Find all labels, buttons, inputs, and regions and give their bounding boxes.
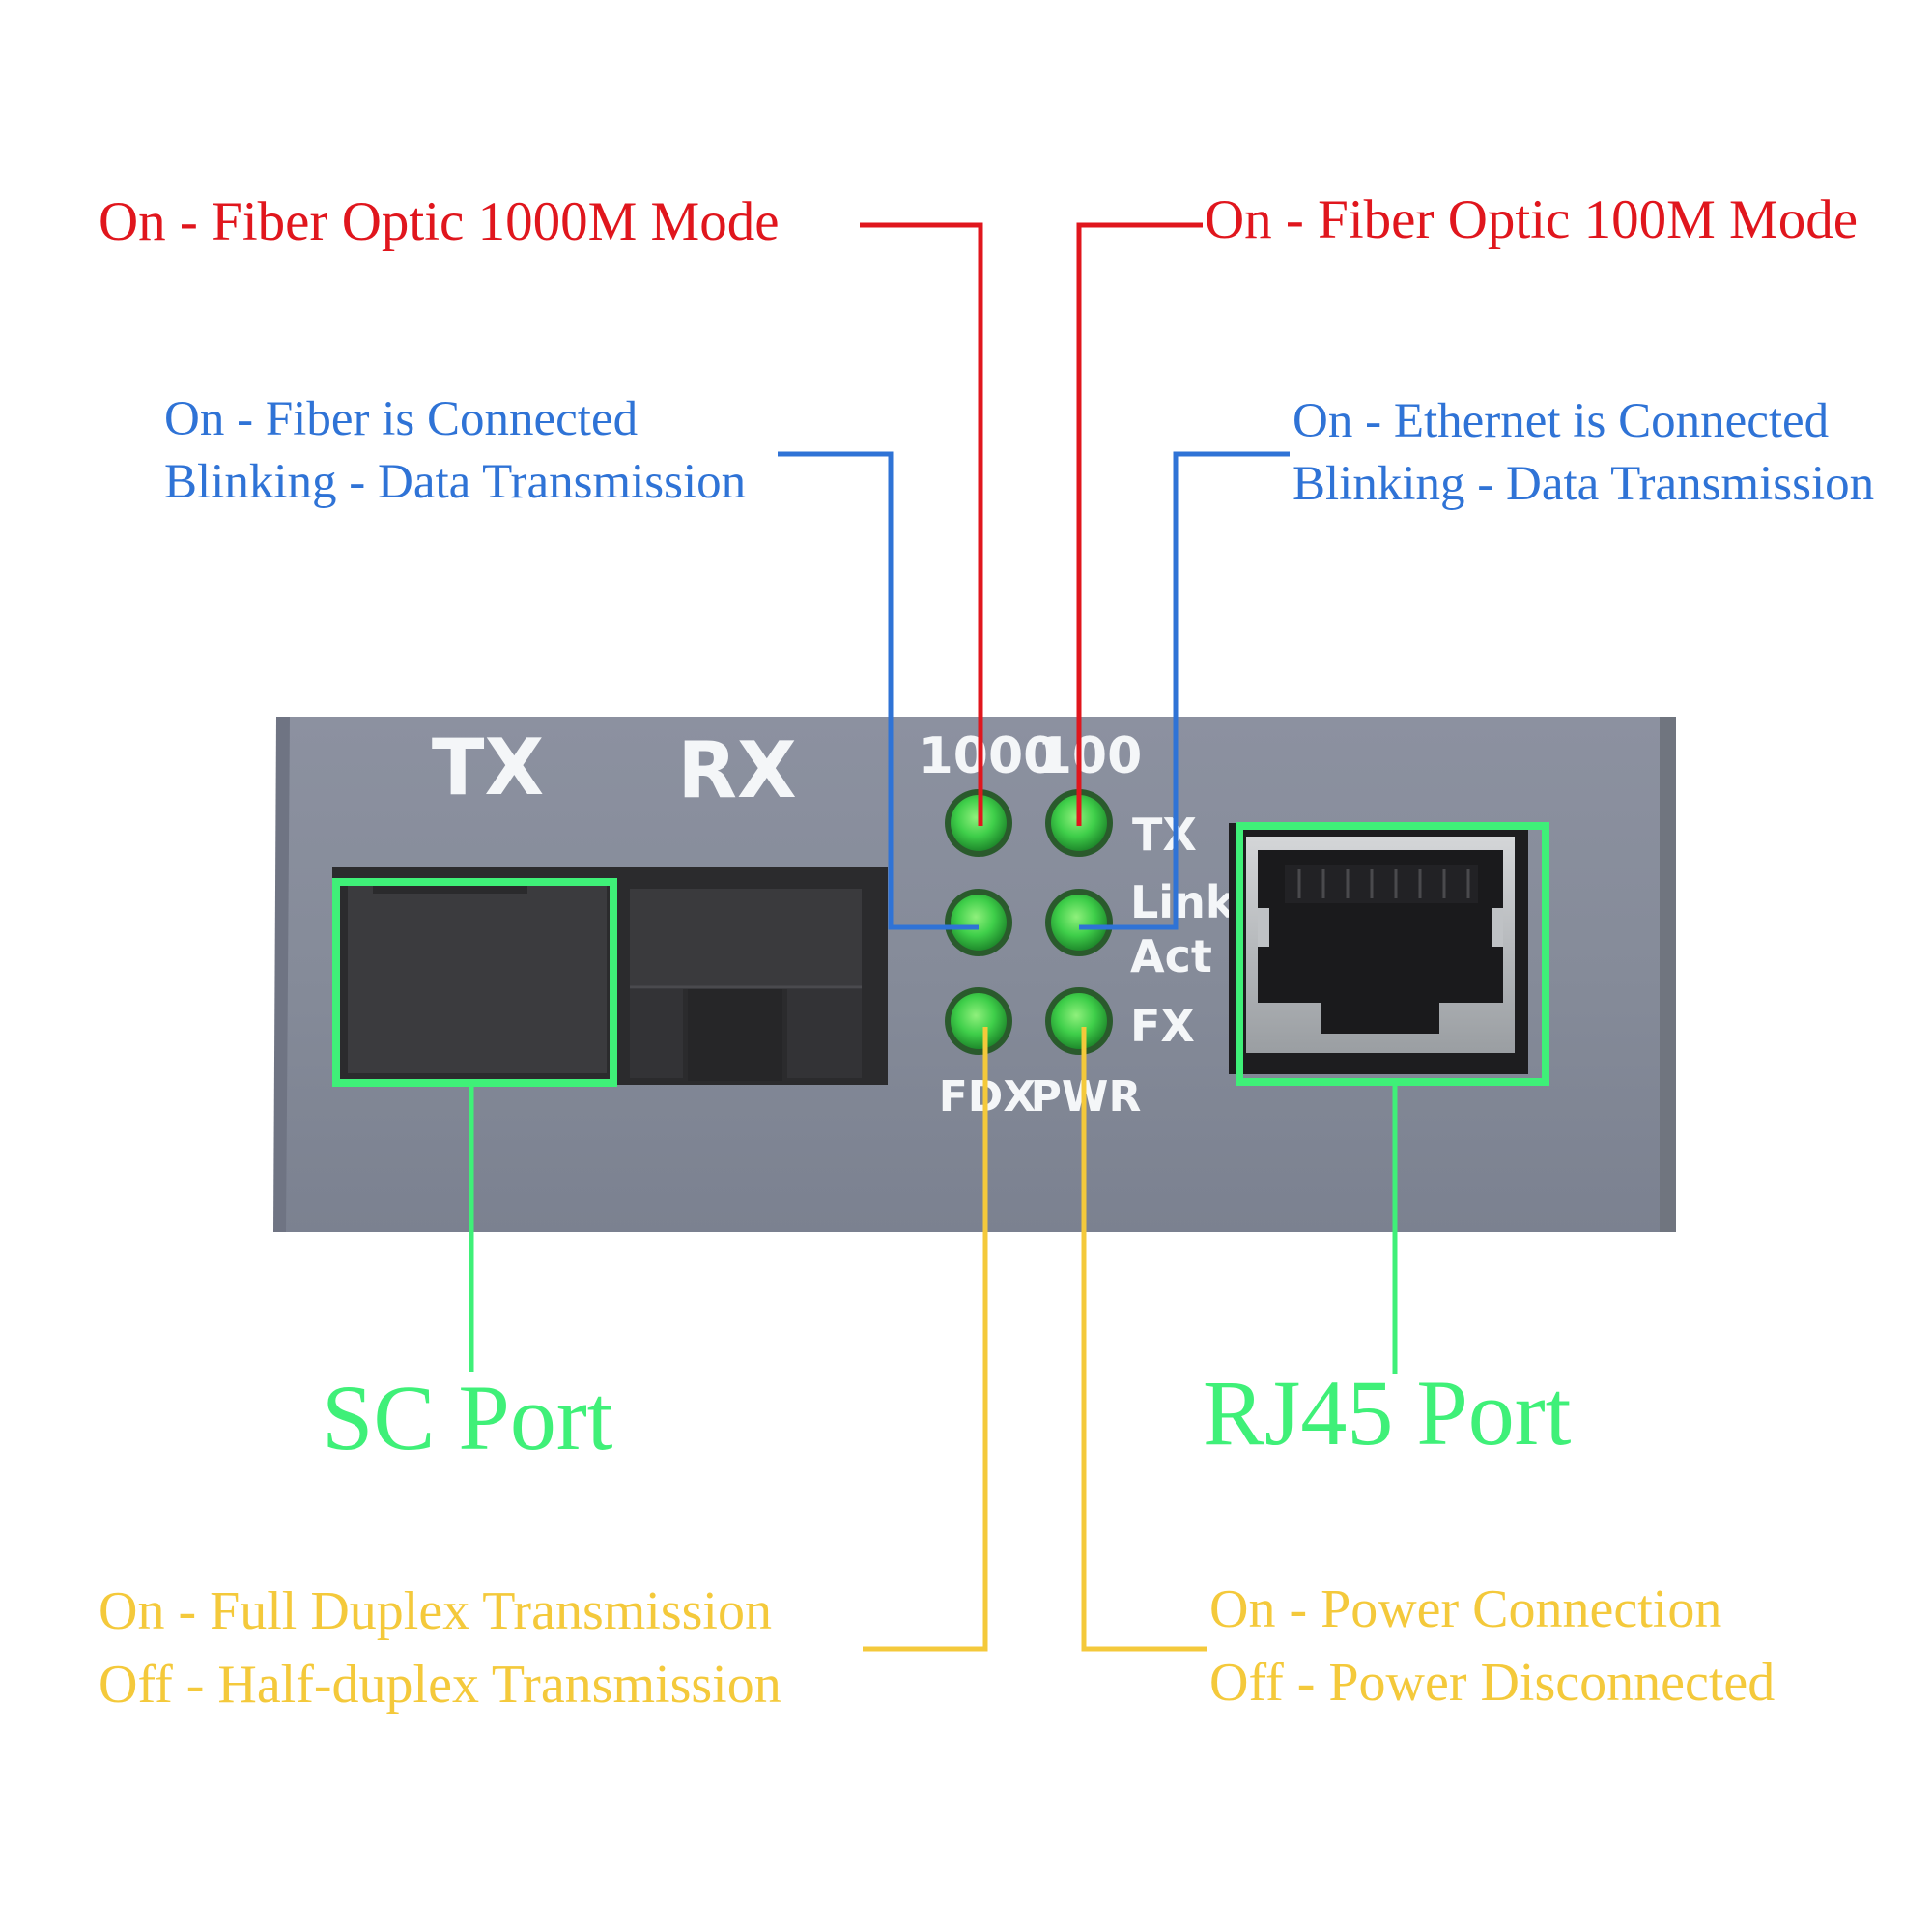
panel-label-row-link: Link: [1130, 876, 1236, 928]
callout-power: On - Power Connection Off - Power Discon…: [1209, 1579, 1776, 1713]
callout-ethernet-connected: On - Ethernet is Connected Blinking - Da…: [1293, 394, 1875, 511]
rj45-socket: [1229, 823, 1528, 1074]
panel-left-edge: [273, 717, 290, 1232]
leader-line-ethernet-link: [1079, 451, 1290, 930]
panel-label-tx-port: TX: [432, 723, 544, 812]
panel-label-row-fx: FX: [1130, 1000, 1195, 1052]
led-group: [945, 789, 1113, 1055]
callout-duplex: On - Full Duplex Transmission Off - Half…: [99, 1581, 781, 1715]
leader-line-1000: [860, 222, 983, 826]
callout-rj45-port: RJ45 Port: [1203, 1361, 1572, 1464]
callout-100m-mode: On - Fiber Optic 100M Mode: [1205, 189, 1859, 250]
leader-line-fdx: [863, 1027, 988, 1652]
leader-line-fiber-link: [778, 451, 979, 930]
panel-label-row-tx: TX: [1132, 809, 1197, 861]
sc-port-highlight: [332, 878, 617, 1087]
callout-fiber-connected: On - Fiber is Connected Blinking - Data …: [164, 392, 747, 509]
callout-1000m-mode: On - Fiber Optic 1000M Mode: [99, 191, 780, 252]
sc-port-tx-socket: [332, 867, 617, 1085]
panel-label-row-act: Act: [1130, 930, 1212, 982]
leader-line-100: [1076, 222, 1203, 826]
panel-label-1000: 1000: [919, 727, 1059, 785]
panel-label-100: 100: [1037, 727, 1143, 785]
sc-port-rx-socket: [615, 867, 888, 1085]
leader-line-pwr: [1081, 1027, 1208, 1652]
panel-label-rx-port: RX: [677, 725, 796, 815]
panel-right-edge: [1660, 717, 1676, 1232]
callout-sc-port: SC Port: [322, 1366, 613, 1469]
